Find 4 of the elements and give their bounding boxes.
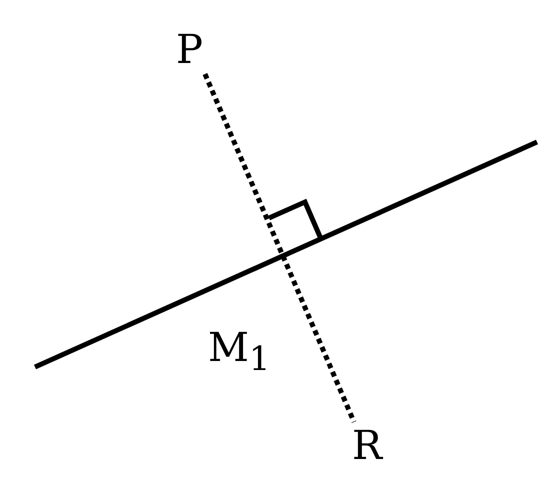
point-label: P [176, 28, 203, 72]
point-label: R [352, 424, 382, 468]
dotted-line [202, 73, 356, 423]
point-label: M$_{1}$ [208, 326, 270, 380]
